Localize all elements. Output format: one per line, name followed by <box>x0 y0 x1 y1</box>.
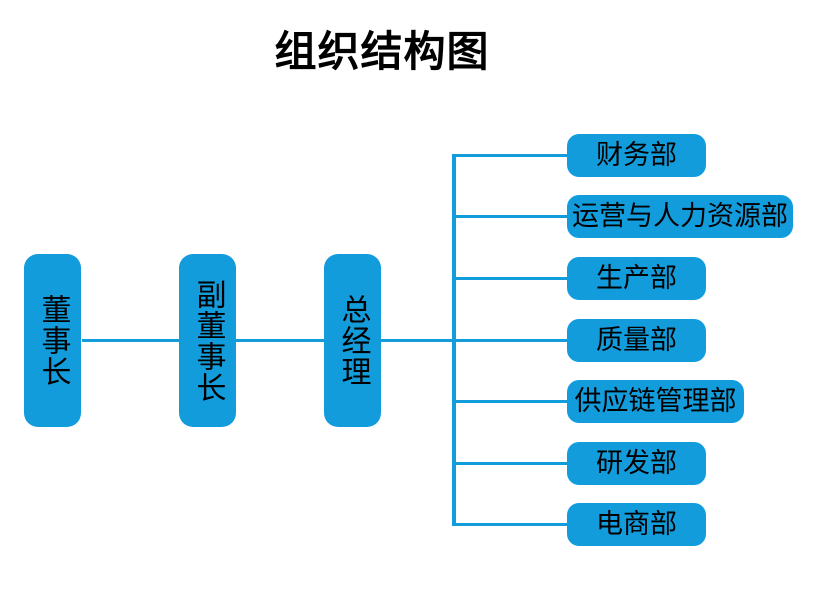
connector-branch-ecommerce <box>452 523 567 526</box>
node-vice-chairman: 副董事长 <box>179 254 236 427</box>
node-chairman: 董事长 <box>24 254 81 427</box>
node-dept-ecommerce-label: 电商部 <box>596 509 677 539</box>
node-chairman-label: 董事长 <box>36 294 70 387</box>
node-dept-quality: 质量部 <box>567 319 706 362</box>
node-dept-supply-chain: 供应链管理部 <box>567 380 744 423</box>
node-dept-operations-hr-label: 运营与人力资源部 <box>572 201 788 231</box>
connector-branch-finance <box>452 154 567 157</box>
node-dept-finance: 财务部 <box>567 134 706 177</box>
connector-chairman-vicechairman <box>82 339 179 342</box>
node-general-manager-label: 总经理 <box>336 294 370 387</box>
connector-branch-quality <box>452 339 567 342</box>
connector-branch-supply-chain <box>452 400 567 403</box>
node-dept-rnd-label: 研发部 <box>596 448 677 478</box>
connector-branch-rnd <box>452 462 567 465</box>
connector-vicechairman-gm <box>236 339 324 342</box>
node-general-manager: 总经理 <box>324 254 381 427</box>
node-vice-chairman-label: 副董事长 <box>191 278 225 403</box>
connector-gm-trunk <box>380 339 456 342</box>
node-dept-operations-hr: 运营与人力资源部 <box>567 195 793 238</box>
node-dept-production-label: 生产部 <box>596 263 677 293</box>
page-title: 组织结构图 <box>274 28 490 75</box>
node-dept-finance-label: 财务部 <box>596 140 677 170</box>
node-dept-supply-chain-label: 供应链管理部 <box>574 386 737 416</box>
node-dept-quality-label: 质量部 <box>596 325 677 355</box>
node-dept-production: 生产部 <box>567 257 706 300</box>
node-dept-rnd: 研发部 <box>567 442 706 485</box>
connector-branch-operations-hr <box>452 215 567 218</box>
connector-branch-production <box>452 277 567 280</box>
node-dept-ecommerce: 电商部 <box>567 503 706 546</box>
